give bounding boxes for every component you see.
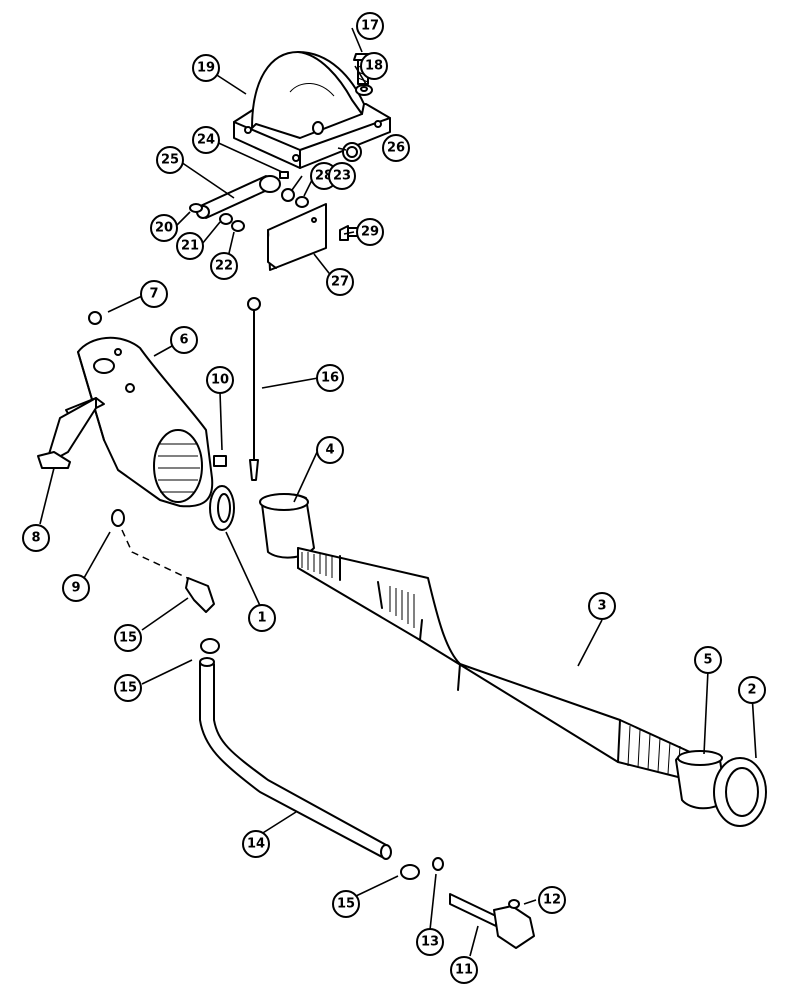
part-25-pin <box>279 171 289 179</box>
svg-text:22: 22 <box>215 259 233 274</box>
part-13-o-ring <box>432 857 444 871</box>
callout-26: 25 <box>156 146 184 174</box>
part-6-lift-arm <box>77 336 214 508</box>
svg-text:15: 15 <box>337 897 355 912</box>
svg-text:29: 29 <box>361 225 379 240</box>
callout-24: 23 <box>328 162 356 190</box>
callout-18: 17 <box>356 12 384 40</box>
svg-text:3: 3 <box>597 599 606 614</box>
part-7-nut <box>88 311 102 325</box>
callout-22: 21 <box>176 232 204 260</box>
svg-text:5: 5 <box>703 653 712 668</box>
part-17-dipstick <box>247 297 261 481</box>
callout-13: 13 <box>416 928 444 956</box>
svg-text:16: 16 <box>321 371 339 386</box>
svg-text:15: 15 <box>119 631 137 646</box>
svg-text:18: 18 <box>365 59 383 74</box>
part-20-cover <box>233 51 391 169</box>
svg-text:15: 15 <box>119 681 137 696</box>
svg-text:9: 9 <box>71 581 80 596</box>
svg-text:11: 11 <box>455 963 473 978</box>
part-9-plug <box>111 509 125 527</box>
callout-21: 20 <box>150 214 178 242</box>
part-28-bracket <box>267 203 327 271</box>
svg-text:27: 27 <box>331 275 349 290</box>
part-19-washer <box>355 84 373 96</box>
svg-text:26: 26 <box>387 141 405 156</box>
part-4-bushing <box>259 493 315 559</box>
svg-text:17: 17 <box>361 19 379 34</box>
callout-20: 19 <box>192 54 220 82</box>
part-2-seal <box>713 757 767 827</box>
callout-14: 14 <box>242 830 270 858</box>
svg-text:12: 12 <box>543 893 561 908</box>
leader-lines <box>39 27 757 957</box>
callout-17: 16 <box>316 364 344 392</box>
callout-15-upper: 15 <box>114 674 142 702</box>
callout-4: 4 <box>316 436 344 464</box>
part-10-screw <box>213 455 227 467</box>
callout-2: 2 <box>738 676 766 704</box>
callout-6: 6 <box>170 326 198 354</box>
callout-3: 3 <box>588 592 616 620</box>
part-23-nut <box>231 220 245 232</box>
part-26-lever <box>195 175 281 219</box>
part-29-bushing <box>281 188 295 202</box>
callout-5: 5 <box>694 646 722 674</box>
part-24-washer <box>295 196 309 208</box>
svg-text:24: 24 <box>197 133 215 148</box>
callout-9: 9 <box>62 574 90 602</box>
part-3-shaft <box>297 547 691 781</box>
svg-text:10: 10 <box>211 373 229 388</box>
svg-text:19: 19 <box>197 61 215 76</box>
callout-30: 29 <box>356 218 384 246</box>
part-22-washer <box>219 213 233 225</box>
callout-27: 26 <box>382 134 410 162</box>
svg-text:23: 23 <box>333 169 351 184</box>
svg-text:4: 4 <box>325 443 334 458</box>
callout-1: 1 <box>248 604 276 632</box>
part-11-elbow-adapter <box>449 893 535 949</box>
callout-25: 24 <box>192 126 220 154</box>
part-8-cylinder <box>37 397 105 469</box>
part-14-tube <box>199 657 392 860</box>
part-16-elbow-fitting <box>185 577 215 613</box>
svg-text:13: 13 <box>421 935 439 950</box>
svg-text:20: 20 <box>155 221 173 236</box>
svg-text:1: 1 <box>257 611 266 626</box>
svg-text:6: 6 <box>179 333 188 348</box>
svg-text:21: 21 <box>181 239 199 254</box>
callout-23: 22 <box>210 252 238 280</box>
svg-text:8: 8 <box>31 531 40 546</box>
callout-28: 27 <box>326 268 354 296</box>
svg-text:2: 2 <box>747 683 756 698</box>
callout-12: 12 <box>538 886 566 914</box>
part-21-pin <box>189 203 203 213</box>
callout-16: 15 <box>114 624 142 652</box>
callout-19: 18 <box>360 52 388 80</box>
svg-text:25: 25 <box>161 153 179 168</box>
svg-text:7: 7 <box>149 287 158 302</box>
part-12-o-ring <box>508 899 520 909</box>
part-15-nut-lower <box>400 864 420 880</box>
callout-7: 7 <box>140 280 168 308</box>
svg-text:14: 14 <box>247 837 265 852</box>
callout-11: 11 <box>450 956 478 984</box>
assembly-dashed-line <box>121 529 197 583</box>
callout-15-lower: 15 <box>332 890 360 918</box>
callout-8: 8 <box>22 524 50 552</box>
part-1-seal <box>209 485 235 531</box>
part-27-plug <box>342 142 362 162</box>
part-15-nut-upper <box>200 638 220 654</box>
callout-10: 10 <box>206 366 234 394</box>
